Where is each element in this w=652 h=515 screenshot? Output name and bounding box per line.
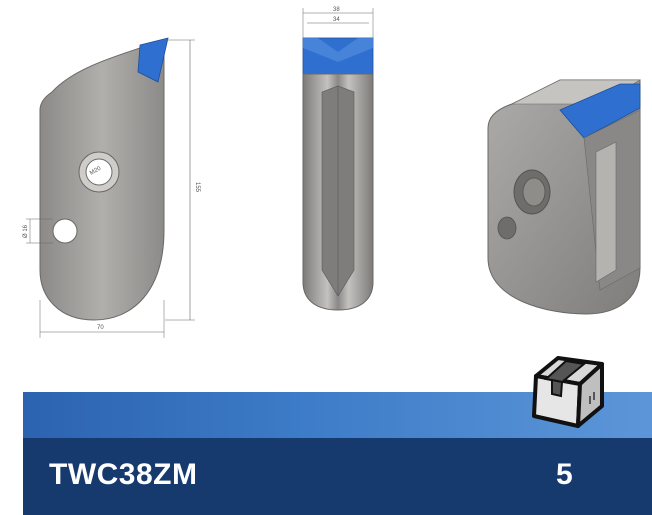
product-code: TWC38ZM [49, 458, 198, 491]
dim-width-label: 70 [97, 325, 104, 331]
dim-hole-label: Ø 16 [23, 224, 29, 238]
front-view: 155 70 Ø 16 M20 [23, 37, 200, 338]
technical-drawing: 155 70 Ø 16 M20 38 34 [23, 7, 642, 338]
dim-top-outer-label: 38 [333, 7, 340, 13]
isometric-view [487, 79, 642, 315]
dim-top-inner-label: 34 [333, 17, 340, 23]
side-view: 38 34 [302, 7, 374, 311]
dim-height-label: 155 [194, 182, 200, 193]
footer-band-dark [23, 438, 652, 515]
dim-bore-label: M20 [89, 165, 103, 176]
package-box-icon [528, 352, 610, 432]
package-label-mark [589, 392, 595, 404]
package-quantity: 5 [556, 458, 573, 491]
